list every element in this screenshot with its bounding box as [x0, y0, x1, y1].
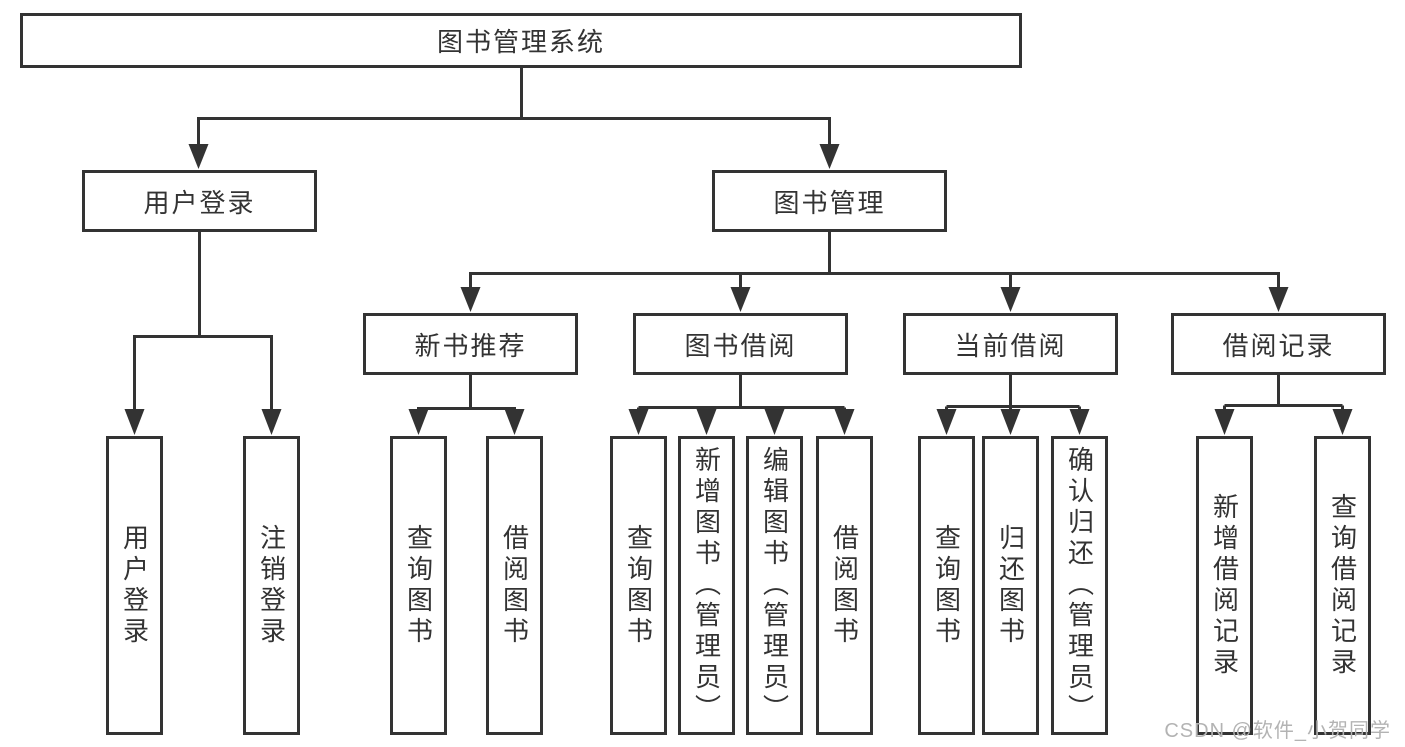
leaf-query-books-recommend: 查询图书 — [390, 436, 447, 735]
leaf-edit-book-admin: 编辑图书（管理员） — [746, 436, 803, 735]
arrowhead — [188, 144, 209, 169]
leaf-add-borrow-record: 新增借阅记录 — [1196, 436, 1253, 735]
leaf-confirm-return-admin: 确认归还（管理员） — [1051, 436, 1108, 735]
node-book-management: 图书管理 — [712, 170, 947, 232]
arrowhead — [1214, 409, 1235, 435]
leaf-query-borrow-record: 查询借阅记录 — [1314, 436, 1371, 735]
watermark: CSDN @软件_小贺同学 — [1164, 720, 1391, 742]
arrowhead — [819, 144, 840, 169]
arrowhead — [696, 409, 717, 435]
leaf-logout: 注销登录 — [243, 436, 300, 735]
leaf-add-book-admin: 新增图书（管理员） — [678, 436, 735, 735]
arrowhead — [124, 409, 145, 435]
leaf-query-books-borrowing: 查询图书 — [610, 436, 667, 735]
arrowhead — [408, 409, 429, 435]
node-library-system: 图书管理系统 — [20, 13, 1022, 68]
arrowhead — [936, 409, 957, 435]
arrowhead — [1000, 409, 1021, 435]
node-new-book-recommend: 新书推荐 — [363, 313, 578, 375]
arrowhead — [730, 287, 751, 312]
arrowhead — [504, 409, 525, 435]
leaf-return-books: 归还图书 — [982, 436, 1039, 735]
arrowhead — [764, 409, 785, 435]
arrowhead — [261, 409, 282, 435]
arrowhead — [628, 409, 649, 435]
leaf-borrow-books-borrowing: 借阅图书 — [816, 436, 873, 735]
leaf-borrow-books-recommend: 借阅图书 — [486, 436, 543, 735]
leaf-query-books-current: 查询图书 — [918, 436, 975, 735]
arrowhead — [1069, 409, 1090, 435]
arrowhead — [834, 409, 855, 435]
node-current-borrowing: 当前借阅 — [903, 313, 1118, 375]
node-borrowing-records: 借阅记录 — [1171, 313, 1386, 375]
arrowhead — [1000, 287, 1021, 312]
arrowhead — [1268, 287, 1289, 312]
node-book-borrowing: 图书借阅 — [633, 313, 848, 375]
arrowhead — [460, 287, 481, 312]
node-user-login-group: 用户登录 — [82, 170, 317, 232]
leaf-user-login: 用户登录 — [106, 436, 163, 735]
arrowhead — [1332, 409, 1353, 435]
